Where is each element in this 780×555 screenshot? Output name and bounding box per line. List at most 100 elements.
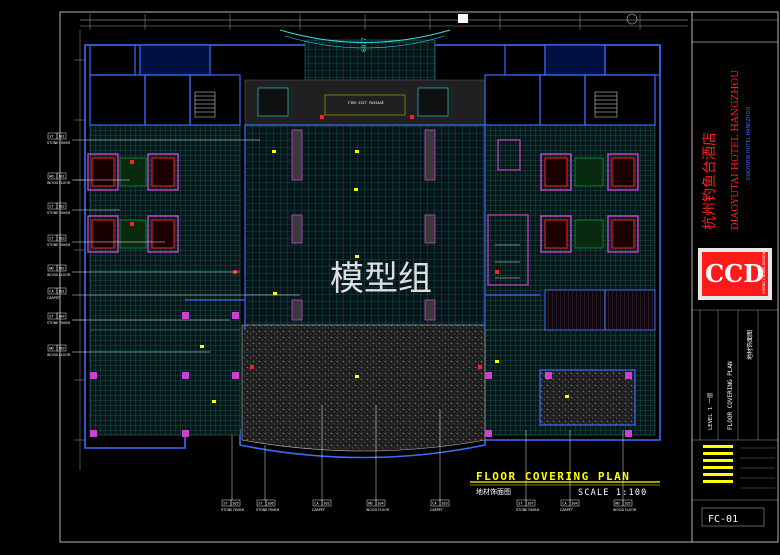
bottom-tag-code: WD	[615, 502, 619, 506]
bottom-tag-number: 102	[323, 502, 330, 506]
north-marker	[458, 14, 468, 23]
floor-spot-tags	[200, 150, 569, 403]
left-tag-leaders	[72, 139, 300, 353]
sheet-number: FC-01	[708, 514, 738, 525]
bottom-tag-code: ST	[223, 502, 228, 506]
sheet-number-box	[701, 507, 765, 527]
bottom-tag-number: 103	[441, 502, 448, 506]
bottom-tag-code: WD	[368, 502, 372, 506]
left-tag-number: 101	[58, 175, 64, 179]
left-tag-number: 104	[58, 315, 64, 319]
right-elevator-frames	[540, 153, 639, 253]
top-left-rooms	[89, 44, 241, 126]
left-tag-code: CA	[49, 290, 54, 294]
left-tag-number: 102	[58, 267, 64, 271]
hotel-name-en: DIAOYUTAI HOTEL HANGZHOU	[730, 70, 741, 230]
bottom-tag-desc: WOOD FLOOR	[613, 508, 637, 512]
bottom-tag-number: 104	[377, 502, 384, 506]
left-tag-code: WD	[49, 267, 53, 271]
left-tag-desc: WOOD FLOOR	[47, 181, 71, 185]
magenta-column-markers	[90, 312, 632, 437]
revision-bars	[703, 445, 733, 483]
title-block: 杭州钓鱼台酒店 DIAOYUTAI HOTEL HANGZHOU DIAOYUT…	[691, 19, 779, 527]
carpet-hall-floor	[241, 324, 486, 452]
left-tag-desc: STONE FINISH	[47, 141, 71, 145]
left-tag-code: ST	[49, 315, 54, 319]
bottom-tag-code: CA	[562, 502, 567, 506]
left-staircase	[194, 91, 216, 118]
plan-title-cn: 地材饰面图	[476, 487, 511, 496]
left-lower-tile-floor	[89, 329, 241, 436]
left-tag-desc: STONE FINISH	[47, 211, 71, 215]
left-tag-desc: STONE FINISH	[47, 321, 71, 325]
left-tag-desc: STONE FINISH	[47, 243, 71, 247]
top-dimension-line	[80, 19, 688, 27]
revision-rows	[740, 447, 775, 489]
central-lobby-tile-floor	[244, 124, 486, 326]
left-tag-desc: WOOD FLOOR	[47, 353, 71, 357]
bottom-tag-desc: STONE FINISH	[256, 508, 280, 512]
bottom-tag-number: 107	[527, 502, 534, 506]
fire-exit-label: FIRE EXIT PASSAGE	[348, 101, 384, 105]
bottom-tag-desc: CARPET	[430, 508, 444, 512]
left-tag-number: 101	[58, 135, 64, 139]
bottom-tag-number: 106	[267, 502, 274, 506]
bottom-tag-code: ST	[518, 502, 523, 506]
plan-scale: SCALE 1:100	[578, 488, 648, 498]
left-tag-code: ST	[49, 205, 54, 209]
left-tag-desc: CARPET	[47, 296, 61, 300]
bottom-tag-code: CA	[432, 502, 437, 506]
lobby-columns	[291, 129, 436, 321]
bottom-tag-desc: WOOD FLOOR	[366, 508, 390, 512]
dimension-label: 6977	[361, 37, 368, 52]
left-elevators	[91, 157, 175, 249]
lobby-partitions	[185, 124, 540, 330]
entry-fountains	[257, 87, 449, 117]
left-tag-number: 101	[58, 290, 64, 294]
title-strip-plan: FLOOR COVERING PLAN	[727, 361, 734, 430]
bottom-tag-code: CA	[314, 502, 319, 506]
bottom-tag-number: 104	[571, 502, 578, 506]
bottom-tag-number: 105	[624, 502, 631, 506]
right-service-rooms	[487, 139, 529, 286]
bottom-tag-desc: STONE FINISH	[221, 508, 245, 512]
plan-title: FLOOR COVERING PLAN	[476, 470, 630, 483]
hotel-name-cn: 杭州钓鱼台酒店	[701, 132, 718, 230]
left-tag-code: ST	[49, 237, 54, 241]
right-carpet-room	[539, 369, 636, 426]
ccd-logo: CCD	[705, 259, 764, 288]
compass-marker	[626, 13, 638, 25]
left-tag-code: WD	[49, 347, 53, 351]
bottom-tag-desc: CARPET	[312, 508, 326, 512]
left-tag-number: 103	[58, 347, 64, 351]
sheet-border	[59, 11, 779, 543]
left-tag-number: 102	[58, 205, 64, 209]
left-elevator-frames	[87, 153, 179, 253]
right-staircase	[594, 91, 618, 118]
right-elevators	[544, 157, 635, 249]
entry-reception	[324, 94, 406, 116]
title-strip-plan-cn: 地材饰面图	[746, 330, 754, 360]
watermark-text: 模型组	[330, 259, 432, 299]
title-strip-level: LEVEL 1 一层	[707, 392, 714, 430]
left-tag-number: 103	[58, 237, 64, 241]
ccd-logo-sub: CHENG CHUNG DESIGN	[762, 251, 766, 294]
top-grid-markers	[89, 14, 641, 30]
bottom-tag-number: 105	[232, 502, 239, 506]
